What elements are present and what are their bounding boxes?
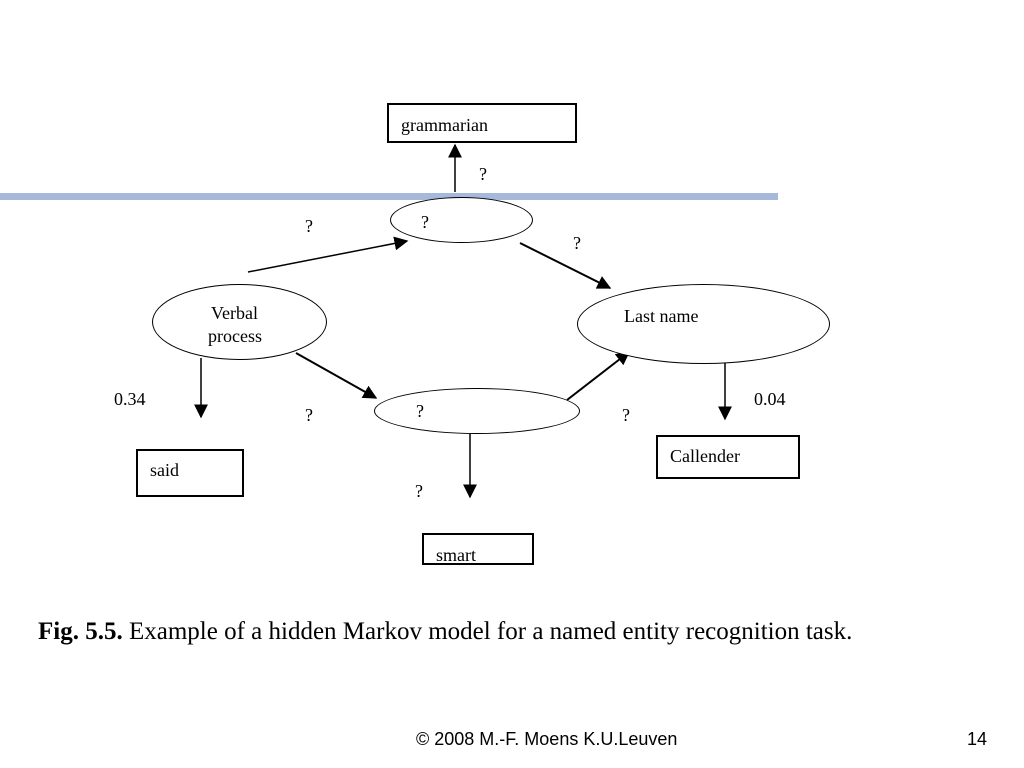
edge-label-lastname-to-callender: 0.04 bbox=[754, 389, 786, 409]
edge-label-bottom-to-lastname: ? bbox=[622, 405, 630, 425]
edge-label-verbal-to-top: ? bbox=[305, 216, 313, 236]
observation-grammarian: grammarian bbox=[387, 103, 577, 143]
header-accent-bar bbox=[0, 193, 778, 200]
state-top-hidden-label: ? bbox=[421, 212, 429, 232]
footer-copyright: © 2008 M.-F. Moens K.U.Leuven bbox=[416, 729, 678, 749]
edge-label-top-to-lastname: ? bbox=[573, 233, 581, 253]
figure-caption: Fig. 5.5. Example of a hidden Markov mod… bbox=[38, 618, 852, 646]
edge-label-verbal-to-bottom: ? bbox=[305, 405, 313, 425]
observation-said: said bbox=[136, 449, 244, 497]
state-last-name: Last name bbox=[577, 284, 830, 364]
figure-caption-text: Example of a hidden Markov model for a n… bbox=[128, 618, 853, 645]
state-verbal-process-line1: Verbal bbox=[211, 303, 258, 323]
state-bottom-hidden: ? bbox=[374, 388, 580, 434]
edge-top-to-lastname bbox=[519, 242, 612, 289]
edge-verbal-to-top bbox=[247, 236, 409, 273]
figure-caption-prefix: Fig. 5.5. bbox=[38, 618, 123, 645]
state-bottom-hidden-label: ? bbox=[416, 401, 424, 421]
edge-verbal-to-bottom bbox=[295, 352, 378, 399]
edge-label-bottom-to-smart: ? bbox=[415, 481, 423, 501]
footer-page-number: 14 bbox=[967, 729, 988, 749]
edge-bottom-to-lastname bbox=[566, 351, 631, 401]
observation-callender: Callender bbox=[656, 435, 800, 479]
state-top-hidden: ? bbox=[390, 197, 533, 243]
observation-grammarian-label: grammarian bbox=[401, 115, 488, 135]
edge-label-verbal-to-said: 0.34 bbox=[114, 389, 146, 409]
observation-smart-label: smart bbox=[436, 545, 476, 565]
observation-callender-label: Callender bbox=[670, 446, 740, 466]
state-verbal-process-line2: process bbox=[208, 326, 262, 346]
observation-smart: smart bbox=[422, 533, 534, 565]
state-last-name-label: Last name bbox=[624, 306, 699, 326]
state-verbal-process: Verbal process bbox=[152, 284, 327, 360]
edge-label-top-to-grammarian: ? bbox=[479, 164, 487, 184]
observation-said-label: said bbox=[150, 460, 179, 480]
